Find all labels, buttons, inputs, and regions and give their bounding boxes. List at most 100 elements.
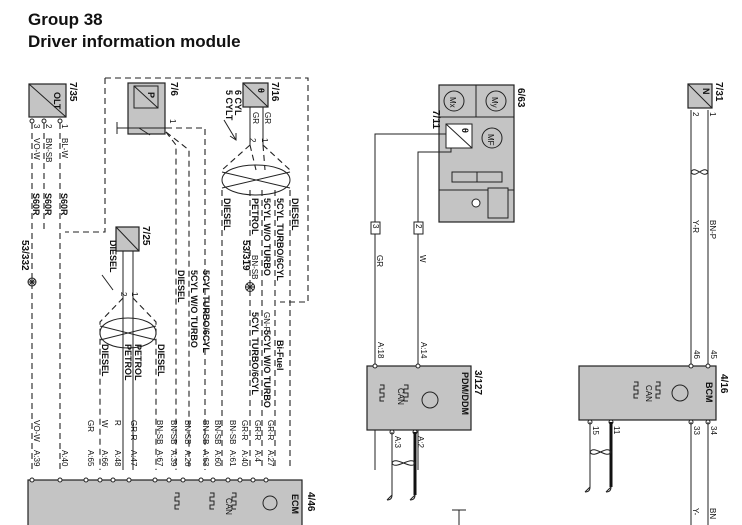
- variant-diesel: DIESEL: [222, 198, 232, 231]
- ecm-pin: [250, 477, 256, 483]
- wire-color-y: Y-: [691, 508, 700, 516]
- ref-7-35: 7/35: [67, 82, 78, 102]
- svg-text:2: 2: [691, 112, 700, 117]
- svg-text:GR: GR: [263, 112, 272, 124]
- ecm-pin: [29, 477, 35, 483]
- ecm-pin: [97, 477, 103, 483]
- svg-text:N: N: [701, 88, 711, 95]
- variant-s60r: S60R: [43, 193, 53, 216]
- component-7-16[interactable]: θ 7/16 6 CYL 5 CYLT GR GR 2 1: [223, 82, 280, 143]
- variant-diesel: DIESEL: [108, 240, 118, 273]
- svg-text:7/6: 7/6: [168, 82, 179, 96]
- svg-text:ECM: ECM: [290, 494, 300, 514]
- ecm-pin-label: A:47: [129, 450, 138, 467]
- ecm-wire-color: GR-R: [253, 420, 262, 441]
- svg-text:1: 1: [260, 138, 269, 143]
- component-4-16-bcm[interactable]: 46 45 15 11 33 34 4/16 BCM CAN: [578, 350, 729, 435]
- svg-text:θ: θ: [460, 128, 470, 133]
- ecm-pin: [198, 477, 204, 483]
- ecm-wire-color: GR-R: [266, 420, 275, 441]
- component-7-31[interactable]: N 7/31 2 1: [687, 82, 724, 117]
- ecm-wire-color: GR-R: [129, 420, 138, 441]
- component-7-35[interactable]: OLT 7/35 3 2 1: [28, 82, 78, 129]
- ecm-pin-label: A:48: [113, 450, 122, 467]
- svg-text:CAN: CAN: [644, 385, 653, 402]
- ecm-pin-label: A:63: [201, 450, 210, 467]
- svg-text:11: 11: [612, 426, 621, 435]
- variant-5cyl-turbo-6cyl: 5CYL TURBO/6CYL: [250, 312, 260, 395]
- svg-text:7/11: 7/11: [430, 110, 441, 129]
- svg-text:PDM/DDM: PDM/DDM: [460, 372, 470, 415]
- ecm-pin: [83, 477, 89, 483]
- ecm-pin-label: A:39: [169, 450, 178, 467]
- svg-text:2: 2: [44, 124, 53, 129]
- svg-text:Mx: Mx: [448, 97, 457, 108]
- variant-5cyl-wo-turbo: 5CYL W/O TURBO: [262, 198, 272, 276]
- component-4-46-ecm[interactable]: 4/46 ECM CAN: [27, 479, 316, 525]
- svg-text:53/332: 53/332: [19, 240, 30, 271]
- wire-color-gn-r: GN-R: [262, 312, 271, 333]
- wire-color-bn-sb: BN-SB: [44, 138, 53, 162]
- variant-6cyl: 6 CYL: [233, 90, 243, 116]
- svg-text:15: 15: [591, 426, 600, 435]
- svg-text:A:3: A:3: [393, 436, 402, 449]
- ecm-wire-color: VO-W: [32, 420, 41, 442]
- svg-text:34: 34: [709, 426, 718, 435]
- ecm-wire-color: BN-SB: [155, 420, 164, 444]
- twisted-pair-symbol: [221, 164, 291, 196]
- svg-text:BN-SB: BN-SB: [250, 255, 259, 279]
- variant-petrol: PETROL: [133, 344, 143, 381]
- ecm-pin: [57, 477, 63, 483]
- variant-s60r: S60R: [31, 193, 41, 216]
- ecm-wire-color: BN-SB: [169, 420, 178, 444]
- ecm-pin-label: A:39: [32, 450, 41, 467]
- svg-text:A:14: A:14: [419, 342, 428, 359]
- variant-5cylt: 5 CYLT: [224, 90, 234, 121]
- variant-enclosure: [105, 77, 309, 303]
- variant-petrol: PETROL: [123, 344, 133, 381]
- variant-petrol: PETROL: [250, 198, 260, 235]
- svg-text:6/63: 6/63: [515, 88, 526, 108]
- ecm-wire-color: GR: [86, 420, 95, 432]
- component-7-11[interactable]: θ 7/11: [430, 110, 473, 149]
- svg-text:7/16: 7/16: [269, 82, 280, 102]
- variant-5cyl-wo-turbo: 5CYL W/O TURBO: [189, 270, 199, 348]
- svg-text:53/319: 53/319: [240, 240, 251, 271]
- component-3-127-pdm-ddm[interactable]: A:18 A:14 A:3 A:2 3/127 PDM/DDM CAN: [366, 342, 483, 449]
- ecm-pin: [152, 477, 158, 483]
- ecm-pin-label: A:4: [253, 450, 262, 463]
- svg-text:1: 1: [708, 112, 717, 117]
- variant-diesel: DIESEL: [176, 270, 186, 303]
- ecm-wire-color: W: [100, 420, 109, 428]
- ecm-pin-label: A:66: [100, 450, 109, 467]
- svg-text:1: 1: [60, 124, 69, 129]
- ecm-pin: [263, 477, 269, 483]
- svg-text:A:18: A:18: [376, 342, 385, 359]
- ecm-pin: [110, 477, 116, 483]
- ecm-wire-color: R: [113, 420, 122, 426]
- svg-text:My: My: [490, 97, 499, 108]
- component-7-6[interactable]: P 7/6 1: [116, 82, 179, 136]
- page-title: Driver information module: [28, 32, 241, 51]
- svg-text:BCM: BCM: [704, 382, 714, 403]
- ecm-pin-label: A:40: [240, 450, 249, 467]
- ecm-pin-label: A:65: [86, 450, 95, 467]
- ecm-pin-label: A:60: [213, 450, 222, 467]
- svg-text:CAN: CAN: [396, 388, 405, 405]
- ecm-wire-color: BN-SB: [228, 420, 237, 444]
- group-title: Group 38: [28, 10, 103, 29]
- ecm-pin: [237, 477, 243, 483]
- ecm-pin: [126, 477, 132, 483]
- wire-color-bl-w: BL-W: [60, 138, 69, 158]
- svg-text:2: 2: [414, 224, 423, 229]
- wire-color-y-r: Y-R: [691, 220, 700, 233]
- svg-text:MF: MF: [486, 134, 495, 146]
- ecm-pin-label: A:27: [266, 450, 275, 467]
- svg-text:4/16: 4/16: [718, 374, 729, 394]
- svg-text:3: 3: [32, 124, 41, 129]
- svg-text:P: P: [146, 92, 156, 98]
- component-7-25[interactable]: 7/25 DIESEL 2 1: [101, 226, 151, 297]
- ecm-pin-label: A:67: [155, 450, 164, 467]
- component-6-63[interactable]: Mx My MF 6/63: [438, 84, 526, 223]
